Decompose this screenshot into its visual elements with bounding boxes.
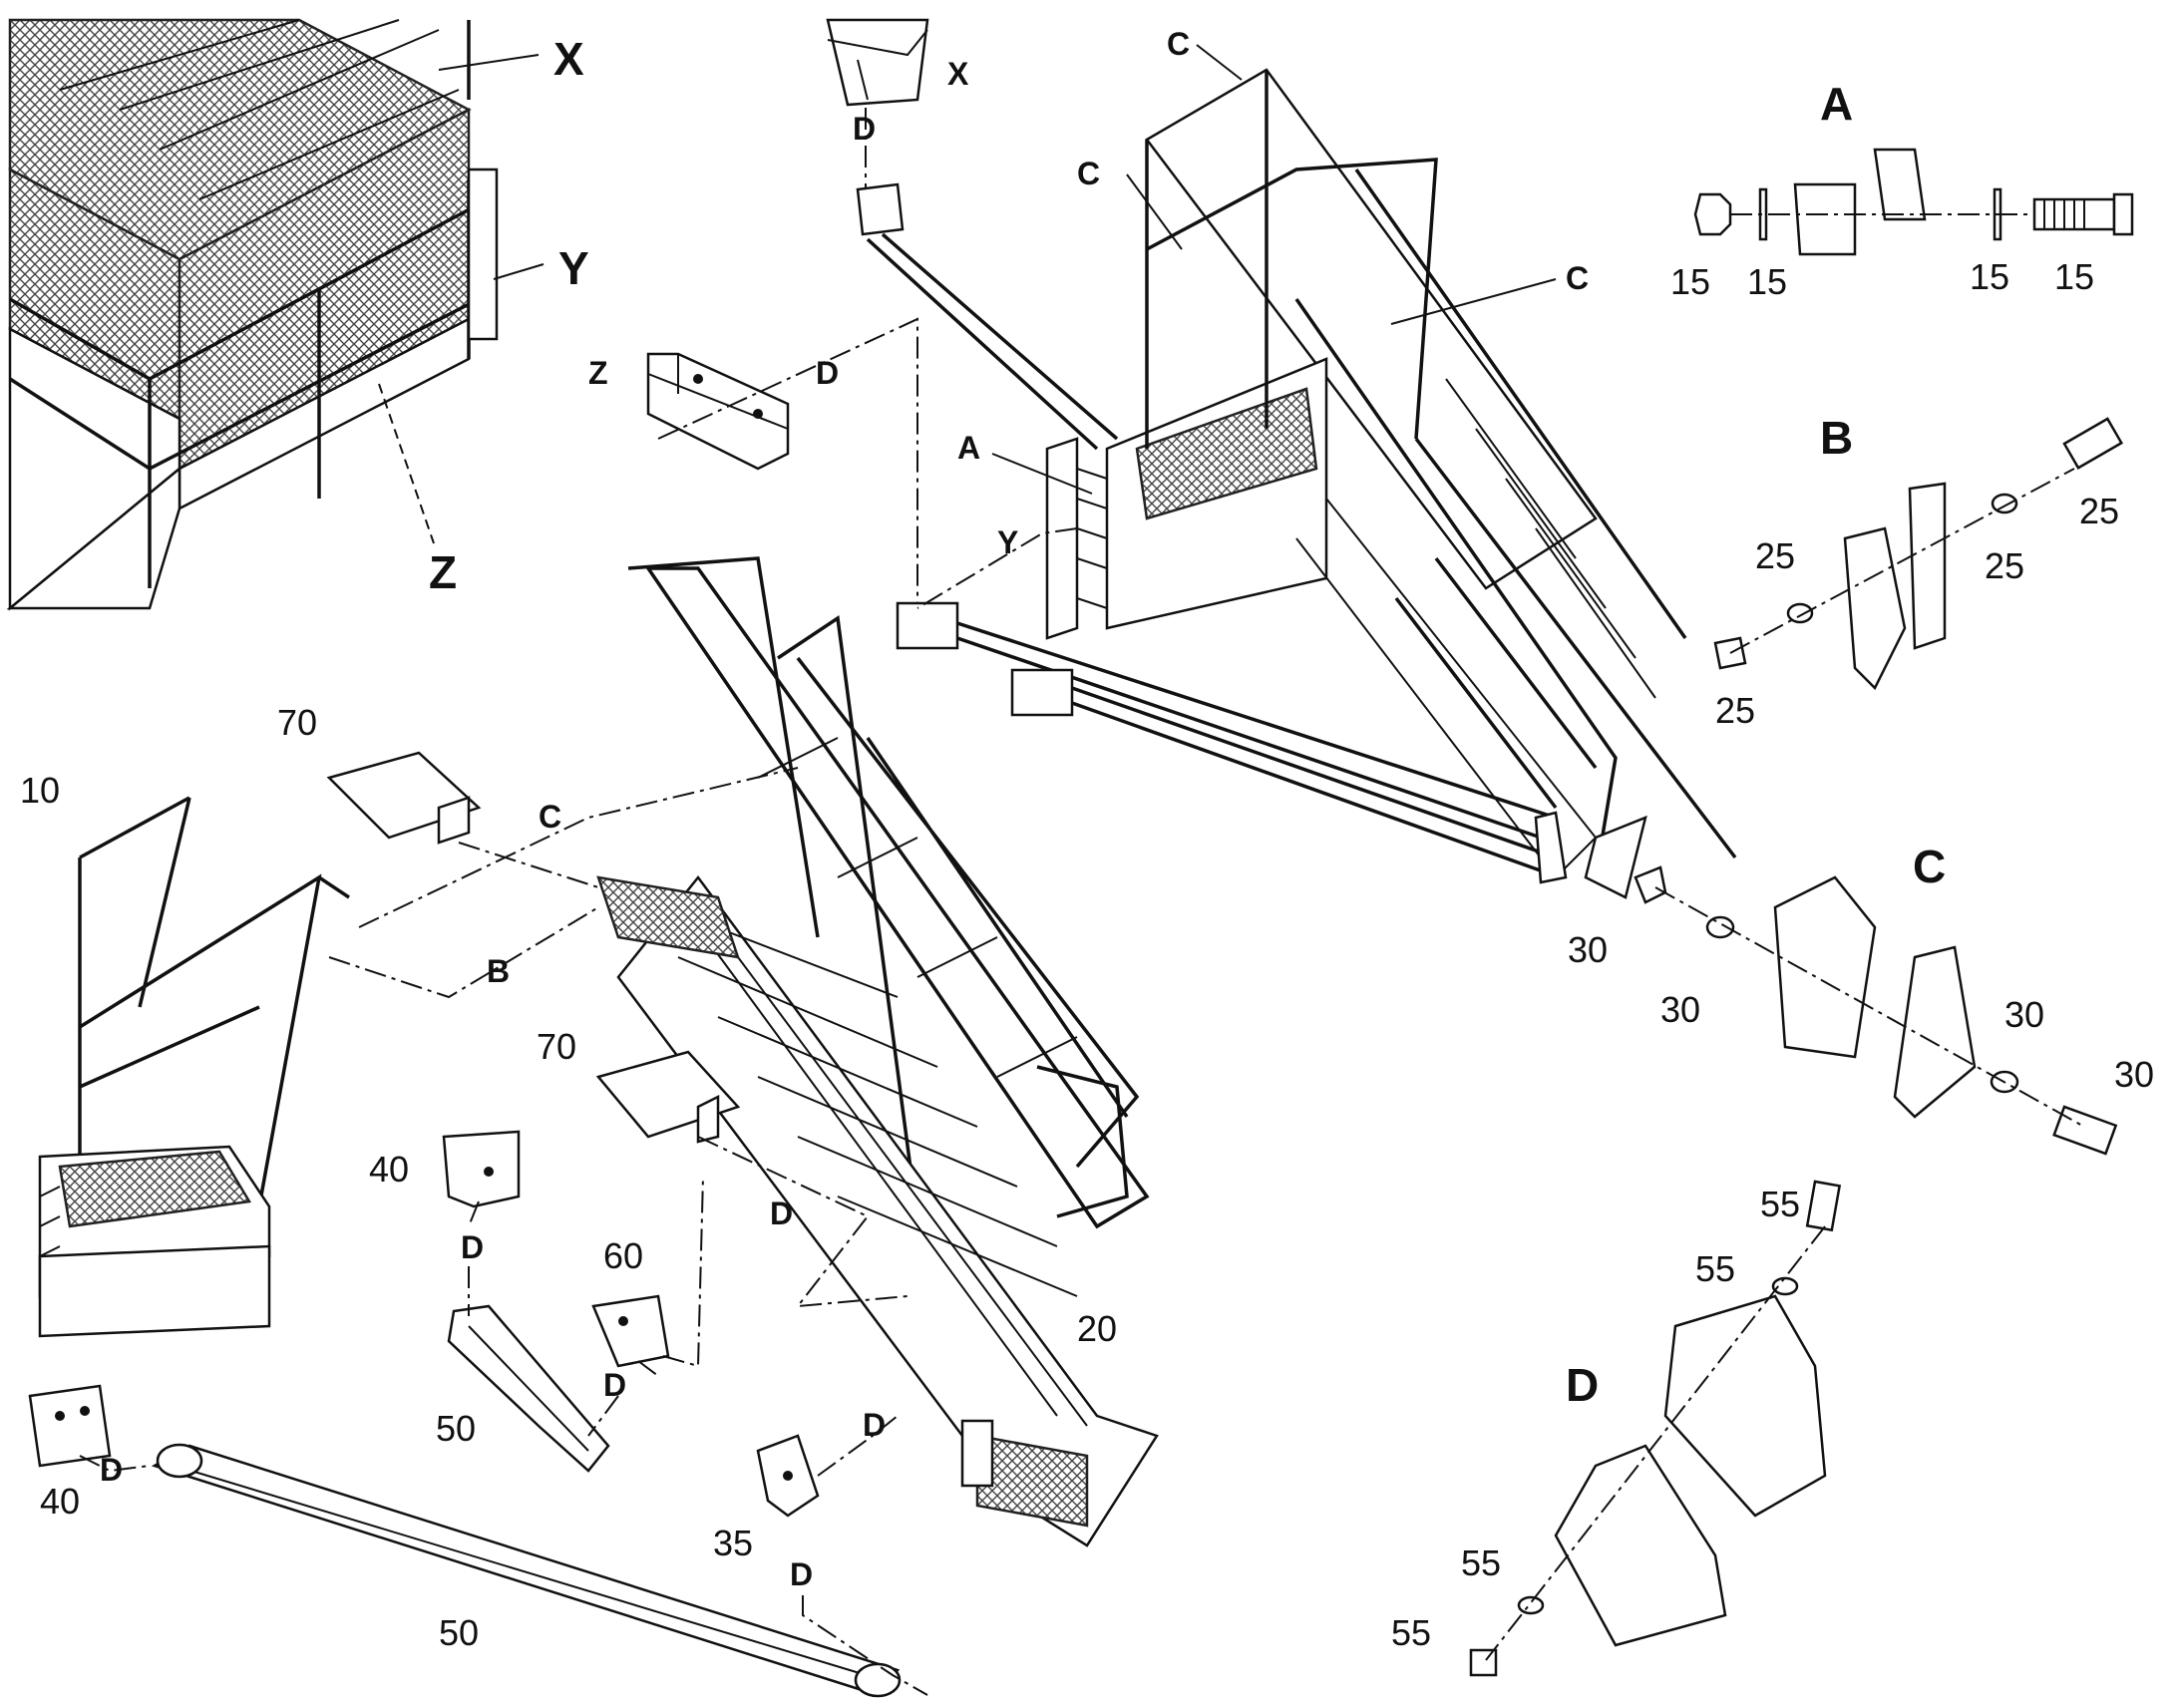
part-35-bracket <box>756 1434 820 1518</box>
label-30-a: 30 <box>1568 929 1608 970</box>
label-d-40: D <box>461 1229 484 1265</box>
label-part-50-long: 50 <box>439 1612 479 1653</box>
leader-a-upper <box>991 453 1093 495</box>
label-55-c: 55 <box>1461 1542 1501 1583</box>
upper-ladder-assembly <box>1105 68 1737 899</box>
label-d-z: D <box>816 355 839 391</box>
conn-d-50-short <box>587 1395 619 1437</box>
label-25-b: 25 <box>2079 491 2119 531</box>
label-15-a: 15 <box>1670 261 1710 302</box>
leader-y-platform <box>493 263 545 280</box>
label-15-c: 15 <box>1970 256 2009 297</box>
leader-c-upper-1 <box>1196 44 1243 81</box>
conn-35-d <box>817 1415 899 1477</box>
label-part-20: 20 <box>1077 1308 1117 1349</box>
detail-b-axis <box>1729 468 2075 654</box>
label-part-60: 60 <box>603 1235 643 1276</box>
part-60-bracket <box>591 1294 670 1368</box>
conn-b-lower <box>328 906 599 999</box>
label-part-10: 10 <box>20 770 60 811</box>
label-y-upper: Y <box>997 524 1018 560</box>
bracket-x-detail <box>826 18 929 107</box>
label-part-35: 35 <box>713 1523 753 1563</box>
upper-support-arms <box>856 182 1568 884</box>
label-x-platform: X <box>553 33 584 85</box>
label-55-a: 55 <box>1760 1184 1800 1224</box>
detail-d-title: D <box>1566 1359 1599 1411</box>
label-d-60: D <box>603 1367 626 1403</box>
leader-z-platform <box>378 383 435 544</box>
label-c-lower: C <box>539 799 561 835</box>
leader-y-to-d <box>916 527 1078 609</box>
label-b-lower: B <box>487 953 510 989</box>
part-70-step-lower <box>595 1050 741 1144</box>
label-d-35: D <box>863 1407 886 1443</box>
conn-c-lower <box>358 767 799 928</box>
label-25-a: 25 <box>1755 535 1795 576</box>
label-z-platform: Z <box>429 546 457 598</box>
conn-step70-d <box>697 1136 908 1308</box>
label-15-b: 15 <box>1747 261 1787 302</box>
label-15-d: 15 <box>2054 256 2094 297</box>
label-part-40-lower: 40 <box>40 1481 80 1522</box>
leader-z-to-d <box>657 317 918 608</box>
label-d-35-lower: D <box>790 1556 813 1592</box>
label-a-upper: A <box>957 430 980 466</box>
part-10-landing-frame <box>38 796 350 1338</box>
leader-x-platform <box>438 54 540 71</box>
detail-a <box>1693 148 2134 256</box>
platform-detail <box>6 18 499 611</box>
part-40-bracket-lower <box>28 1384 112 1468</box>
label-55-d: 55 <box>1391 1612 1431 1653</box>
conn-40-d <box>468 1200 480 1227</box>
part-40-bracket-upper <box>442 1130 521 1208</box>
label-25-c: 25 <box>1985 545 2024 586</box>
label-30-d: 30 <box>2114 1054 2154 1095</box>
part-50-short-arm <box>447 1304 610 1473</box>
label-c-upper-2: C <box>1077 156 1100 191</box>
label-z-bracket: Z <box>588 355 608 391</box>
detail-a-title: A <box>1820 78 1853 130</box>
label-part-50-short: 50 <box>436 1408 476 1449</box>
label-25-d: 25 <box>1715 690 1755 731</box>
label-part-70-upper: 70 <box>277 702 317 743</box>
conn-40-d-lower <box>79 1455 151 1473</box>
label-30-c: 30 <box>2004 994 2044 1035</box>
leader-c-upper-2 <box>1126 173 1183 250</box>
part-50-long-arm <box>151 1443 902 1698</box>
label-d-step70: D <box>770 1196 793 1231</box>
detail-c-axis <box>1654 886 2085 1128</box>
conn-70-lower <box>458 842 599 888</box>
label-d-x: D <box>853 111 876 147</box>
leader-c-upper-3 <box>1390 278 1557 325</box>
label-c-upper-3: C <box>1566 260 1589 296</box>
detail-d <box>1469 1180 1842 1677</box>
label-y-platform: Y <box>558 242 589 294</box>
upper-bracket-y <box>1045 437 1108 640</box>
label-55-b: 55 <box>1695 1248 1735 1289</box>
label-x-bracket: X <box>947 56 969 92</box>
conn-35-long <box>802 1595 928 1696</box>
detail-d-axis <box>1485 1225 1826 1661</box>
detail-c-title: C <box>1913 841 1946 892</box>
conn-60-step <box>662 1176 704 1368</box>
label-30-b: 30 <box>1660 989 1700 1030</box>
label-part-70-lower: 70 <box>537 1026 576 1067</box>
label-part-40-upper: 40 <box>369 1149 409 1190</box>
detail-c <box>1634 865 2118 1156</box>
main-stair-20 <box>596 556 1159 1547</box>
label-c-upper-1: C <box>1167 26 1190 62</box>
detail-b-title: B <box>1820 412 1853 464</box>
conn-60-d <box>637 1360 659 1377</box>
label-d-40-lower: D <box>100 1452 123 1488</box>
part-70-step-upper <box>326 751 482 845</box>
